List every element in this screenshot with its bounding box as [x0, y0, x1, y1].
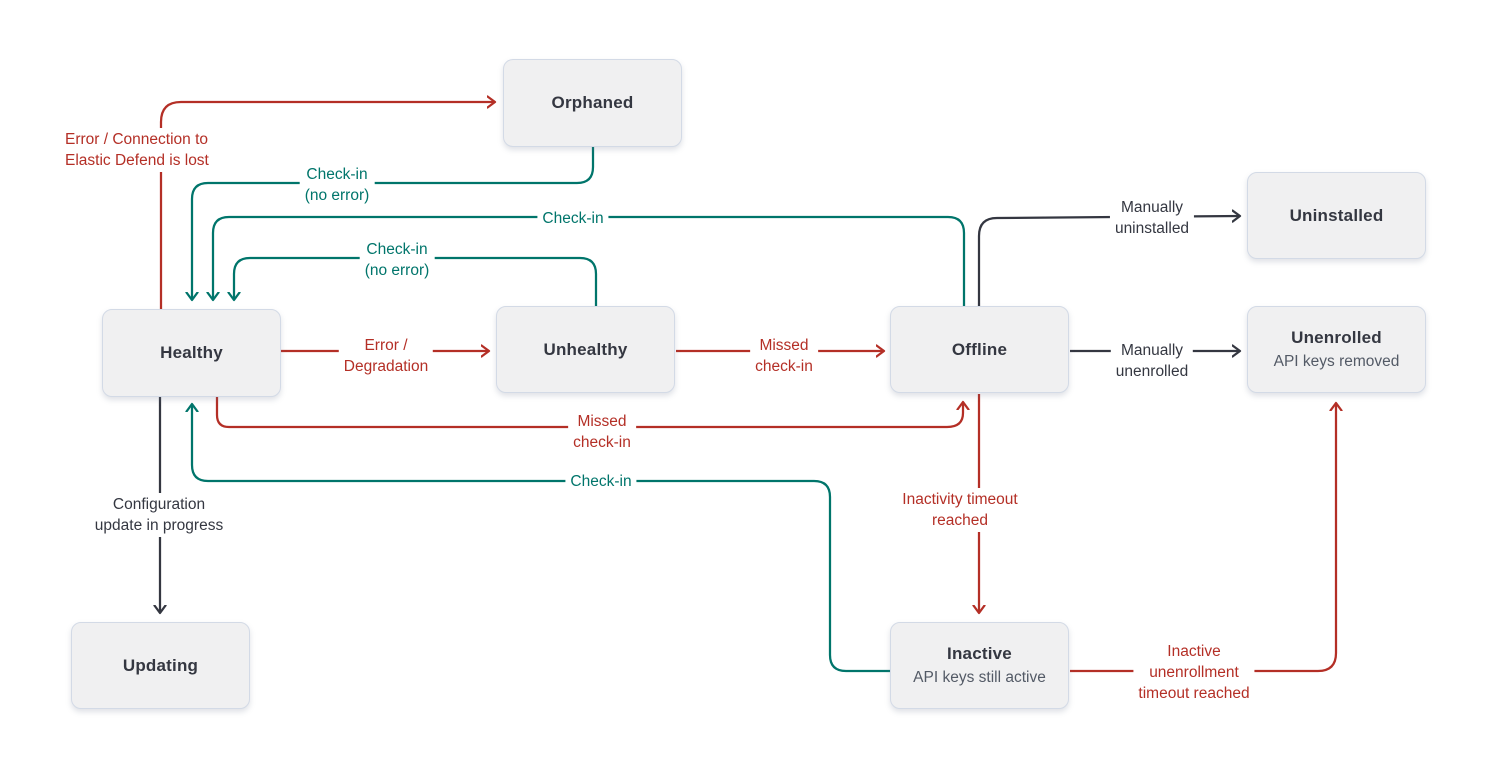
node-orphaned: Orphaned [503, 59, 682, 147]
edge-label-healthy-orphaned: Error / Connection to Elastic Defend is … [63, 128, 211, 172]
node-unenrolled-label: Unenrolled [1291, 328, 1382, 347]
node-unenrolled-sublabel: API keys removed [1273, 353, 1400, 370]
edge-offline-uninstalled-arrow [977, 216, 1240, 306]
node-offline: Offline [890, 306, 1069, 393]
node-unenrolled: Unenrolled API keys removed [1247, 306, 1426, 393]
edge-label-offline-uninstalled: Manually uninstalled [1109, 196, 1195, 240]
node-unhealthy: Unhealthy [496, 306, 675, 393]
edge-label-healthy-offline: Missed check-in [568, 410, 636, 454]
edge-inactive-unenrolled-arrow [1070, 403, 1336, 673]
node-healthy: Healthy [102, 309, 281, 397]
edge-healthy-orphaned-arrow [159, 102, 495, 309]
node-inactive: Inactive API keys still active [890, 622, 1069, 709]
edge-orphaned-healthy-arrow [192, 147, 595, 300]
node-inactive-sublabel: API keys still active [913, 669, 1046, 686]
edge-offline-healthy-arrow [213, 215, 966, 306]
edge-inactive-healthy-arrow [192, 404, 890, 673]
node-orphaned-label: Orphaned [551, 93, 634, 112]
node-healthy-label: Healthy [160, 343, 223, 362]
node-updating-label: Updating [122, 655, 199, 675]
edge-label-unhealthy-offline: Missed check-in [750, 334, 818, 378]
edge-label-inactive-unenrolled: Inactive unenrollment timeout reached [1133, 640, 1255, 705]
edge-label-offline-unenrolled: Manually unenrolled [1110, 339, 1194, 383]
node-offline-label: Offline [951, 339, 1008, 359]
edge-label-offline-healthy: Check-in [537, 207, 609, 230]
node-uninstalled-label: Uninstalled [1289, 205, 1384, 225]
node-uninstalled: Uninstalled [1247, 172, 1426, 259]
node-updating: Updating [71, 622, 250, 709]
edge-label-inactive-healthy: Check-in [565, 470, 637, 493]
edge-label-offline-inactive: Inactivity timeout reached [897, 488, 1023, 532]
node-unhealthy-label: Unhealthy [543, 339, 628, 359]
edge-label-healthy-unhealthy: Error / Degradation [338, 334, 434, 378]
edge-label-unhealthy-healthy: Check-in (no error) [359, 238, 435, 282]
node-inactive-label: Inactive [947, 644, 1012, 663]
edge-label-orphaned-healthy: Check-in (no error) [299, 163, 375, 207]
edge-label-healthy-updating: Configuration update in progress [89, 493, 229, 537]
